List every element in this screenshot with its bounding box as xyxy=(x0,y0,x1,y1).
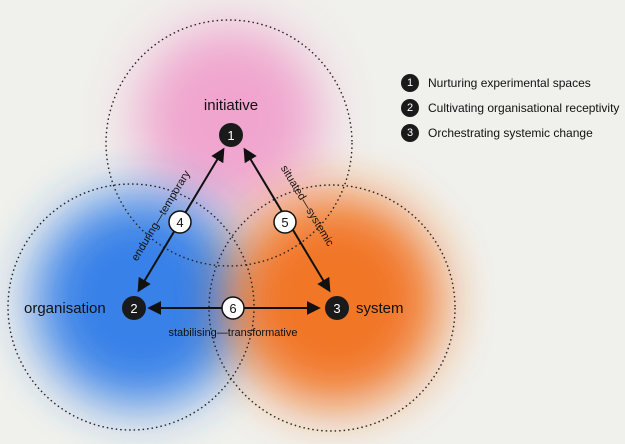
legend: 1 Nurturing experimental spaces 2 Cultiv… xyxy=(401,70,619,145)
svg-text:1: 1 xyxy=(227,128,234,143)
legend-item-2: 2 Cultivating organisational receptivity xyxy=(401,95,619,120)
legend-badge: 2 xyxy=(401,98,419,117)
initiative-circle xyxy=(105,19,353,267)
svg-text:3: 3 xyxy=(333,301,340,316)
legend-label: Nurturing experimental spaces xyxy=(428,75,591,90)
svg-text:2: 2 xyxy=(130,301,137,316)
legend-badge: 1 xyxy=(401,73,419,92)
legend-label: Orchestrating systemic change xyxy=(428,125,593,140)
system-circle xyxy=(208,184,456,432)
legend-item-1: 1 Nurturing experimental spaces xyxy=(401,70,619,95)
edge-label-bottom: stabilising—transformative xyxy=(169,327,298,339)
area-label-system: system xyxy=(356,300,404,317)
legend-badge: 3 xyxy=(401,123,419,142)
node-1: 1 xyxy=(219,123,243,147)
node-2: 2 xyxy=(122,296,146,320)
legend-item-3: 3 Orchestrating systemic change xyxy=(401,120,619,145)
node-3: 3 xyxy=(325,296,349,320)
area-label-organisation: organisation xyxy=(24,300,106,317)
svg-text:4: 4 xyxy=(176,215,183,230)
node-5: 5 xyxy=(273,210,297,234)
svg-text:5: 5 xyxy=(281,215,288,230)
svg-text:6: 6 xyxy=(229,301,236,316)
node-4: 4 xyxy=(168,210,192,234)
area-label-initiative: initiative xyxy=(204,97,258,114)
node-6: 6 xyxy=(221,296,245,320)
legend-label: Cultivating organisational receptivity xyxy=(428,100,620,115)
